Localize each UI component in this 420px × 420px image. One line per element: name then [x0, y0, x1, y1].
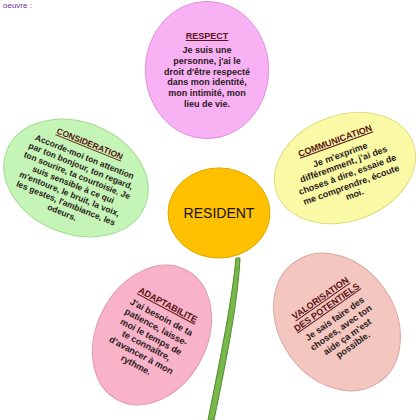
- ellipse-shape: [168, 168, 270, 258]
- petal-ellipse: RESPECT Je suis une personne, j'ai le dro…: [144, 0, 270, 140]
- corner-note: oeuvre :: [3, 1, 32, 10]
- petal-ellipse: COMMUNICATIONJe m'exprime différemment, …: [257, 92, 420, 244]
- centre-circle: RESIDENT: [167, 167, 271, 259]
- petal-ellipse: VALORISATION DES POTENTIELSJe sais faire…: [246, 227, 420, 418]
- ellipse-shape: [69, 244, 235, 420]
- petal-text: Je suis une personne, j'ai le droit d'êt…: [163, 45, 251, 109]
- petal-ellipse: CONSIDERATIONAccorde-moi ton attention p…: [0, 97, 168, 260]
- ellipse-shape: [0, 98, 166, 257]
- text-area: RESIDENT: [172, 205, 266, 222]
- petal-ellipse: ADAPTABILITEJ'ai besoin de ta patience, …: [67, 242, 236, 420]
- ellipse-shape: [247, 229, 420, 416]
- centre-label: RESIDENT: [184, 205, 255, 222]
- text-area: RESPECT Je suis une personne, j'ai le dro…: [163, 31, 251, 109]
- ellipse-shape: [145, 1, 268, 138]
- ellipse-shape: [259, 93, 420, 242]
- petal-heading: RESPECT: [186, 31, 229, 42]
- stem-shape: [208, 258, 240, 420]
